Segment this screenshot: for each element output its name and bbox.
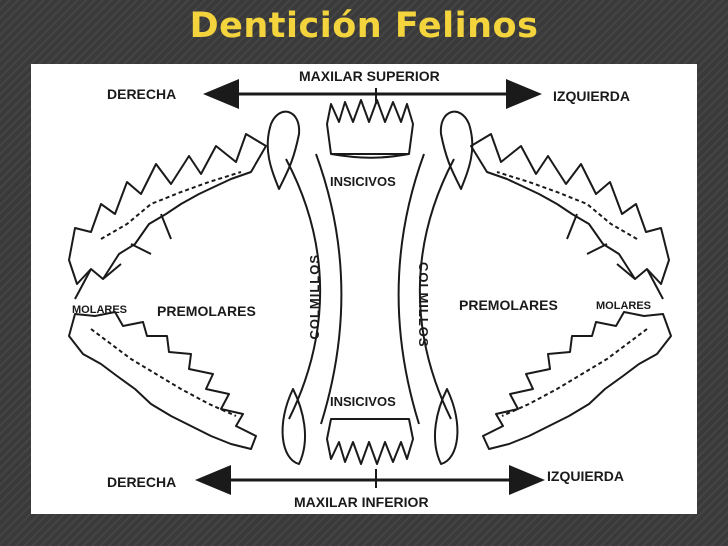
dentition-diagram: MAXILAR SUPERIOR DERECHA IZQUIERDA INSIC…	[31, 64, 697, 514]
lower-right-direction-label: DERECHA	[107, 474, 177, 490]
lower-incisors	[326, 418, 414, 465]
left-molars-label: MOLARES	[72, 304, 127, 316]
lower-left-teeth	[68, 311, 257, 450]
upper-right-direction-label: DERECHA	[107, 86, 177, 102]
jaw-illustration	[68, 79, 672, 495]
left-canine-lower	[281, 388, 306, 465]
upper-left-teeth	[68, 133, 267, 285]
upper-left-direction-label: IZQUIERDA	[553, 88, 630, 104]
lower-jaw-label: MAXILAR INFERIOR	[294, 494, 429, 510]
lower-incisors-label: INSICIVOS	[330, 394, 396, 409]
right-premolars-label: PREMOLARES	[459, 297, 558, 313]
right-molars-label: MOLARES	[596, 300, 651, 312]
upper-jaw-label: MAXILAR SUPERIOR	[299, 68, 440, 84]
upper-right-teeth	[470, 133, 670, 285]
lower-left-direction-label: IZQUIERDA	[547, 468, 624, 484]
right-canine-lower	[434, 388, 459, 465]
lower-right-teeth	[482, 311, 672, 450]
left-canines-label: COLMILLOS	[307, 254, 322, 340]
right-canine-band	[397, 153, 455, 425]
left-premolars-label: PREMOLARES	[157, 303, 256, 319]
upper-incisors	[326, 99, 414, 155]
left-canine-band	[285, 153, 343, 425]
slide-title: Dentición Felinos	[189, 6, 539, 46]
upper-incisors-label: INSICIVOS	[330, 174, 396, 189]
right-canines-label: COLMILLOS	[416, 262, 431, 348]
